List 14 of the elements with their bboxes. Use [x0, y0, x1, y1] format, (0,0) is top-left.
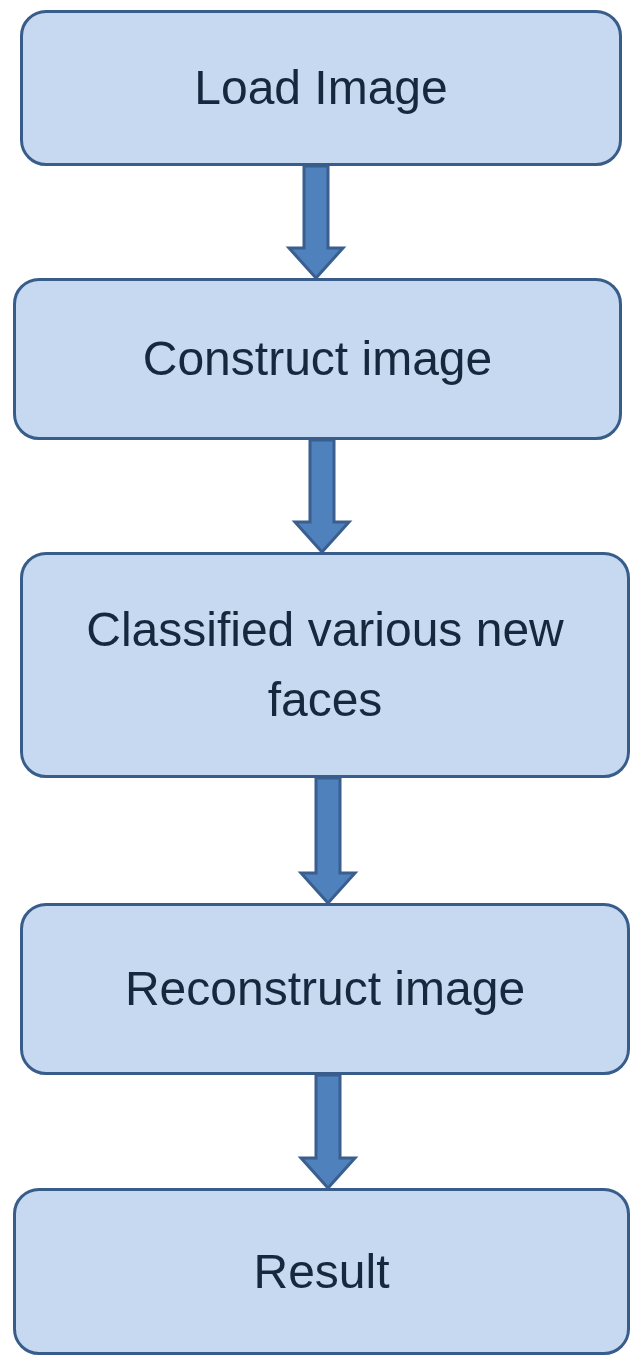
process-box — [20, 903, 630, 1075]
step-label: Load Image — [193, 60, 449, 117]
step-label: Classified various new faces — [85, 602, 565, 728]
process-box — [20, 10, 622, 166]
step-label: Result — [252, 1243, 391, 1300]
block-arrow — [297, 1073, 359, 1191]
process-box — [20, 552, 630, 778]
process-box — [13, 1188, 630, 1355]
block-arrow — [291, 438, 353, 555]
step-label: Construct image — [141, 331, 494, 388]
step-label: Reconstruct image — [123, 961, 527, 1018]
block-arrow — [285, 164, 347, 281]
process-box — [13, 278, 622, 440]
block-arrow — [297, 776, 359, 906]
